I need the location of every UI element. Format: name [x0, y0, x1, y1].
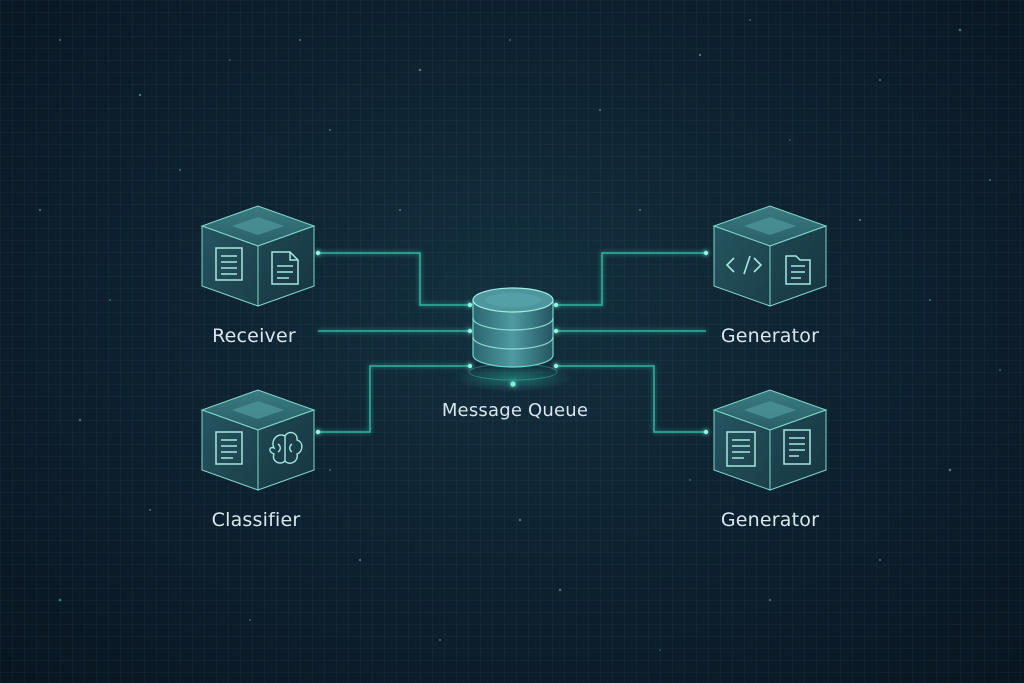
folder-document-icon: [785, 255, 811, 285]
connector-receiver-queue: [318, 252, 470, 306]
connector-classifier-queue: [318, 365, 470, 433]
list-document-icon: [215, 247, 243, 281]
connector-queue-generator-top: [556, 252, 706, 306]
list-document-icon: [215, 431, 243, 465]
text-document-icon: [783, 429, 811, 465]
database-icon: [453, 287, 573, 392]
generator-bottom-cube: [712, 389, 828, 491]
brain-icon: [269, 431, 303, 464]
text-document-icon: [726, 431, 756, 467]
receiver-cube: [200, 205, 316, 307]
star-field: [38, 19, 1001, 651]
connector-queue-generator-bottom: [556, 365, 706, 433]
connector-lines: [318, 252, 706, 433]
generator-bottom-label: Generator: [720, 509, 820, 531]
classifier-cube: [200, 389, 316, 491]
classifier-label: Classifier: [211, 509, 301, 531]
generator-top-cube: [712, 205, 828, 307]
receiver-label: Receiver: [212, 325, 296, 347]
message-queue-label: Message Queue: [441, 400, 589, 421]
code-icon: [725, 255, 763, 275]
generator-top-label: Generator: [720, 325, 820, 347]
file-document-icon: [271, 251, 299, 285]
connector-nodes: [315, 250, 709, 435]
